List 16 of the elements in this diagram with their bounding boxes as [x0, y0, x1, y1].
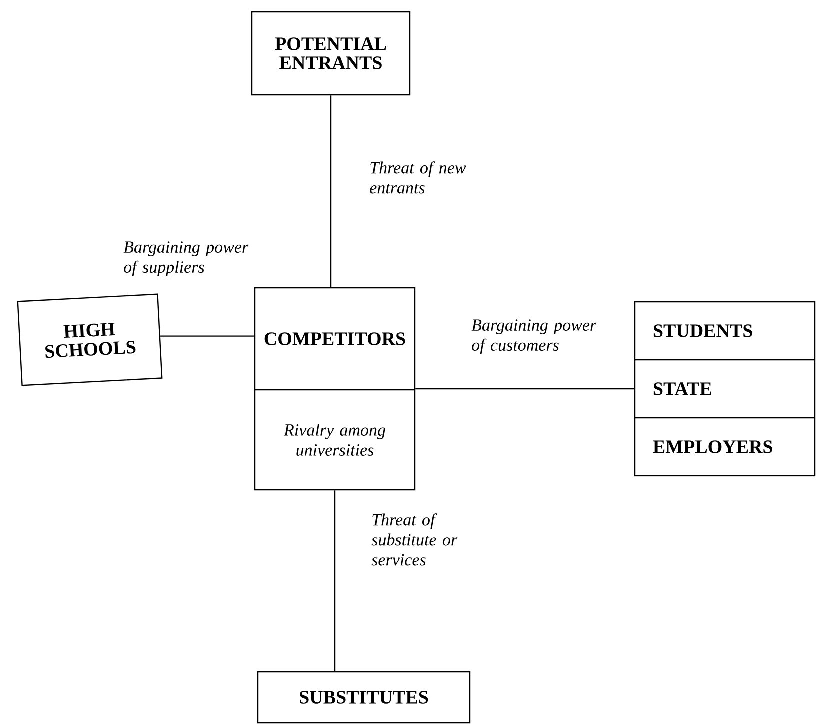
- row-label: EMPLOYERS: [653, 440, 772, 454]
- box: POTENTIAL ENTRANTS: [251, 11, 411, 96]
- edge-label: Threat of substitute or services: [372, 514, 458, 566]
- row-label: STUDENTS: [654, 324, 752, 338]
- description: Rivalry among universities: [284, 424, 386, 456]
- edge-label: Bargaining power of customers: [472, 320, 597, 354]
- edge-label: Bargaining power of suppliers: [124, 242, 249, 276]
- box: HIGH SCHOOLS: [17, 294, 163, 386]
- connector-line: [330, 96, 332, 288]
- connector-line: [416, 388, 634, 390]
- edge-label: Threat of new entrants: [370, 162, 466, 194]
- connector-line: [160, 336, 254, 337]
- heading: COMPETITORS: [264, 332, 406, 346]
- row-label: STATE: [654, 382, 712, 396]
- box: SUBSTITUTES: [257, 671, 471, 724]
- connector-line: [334, 490, 336, 672]
